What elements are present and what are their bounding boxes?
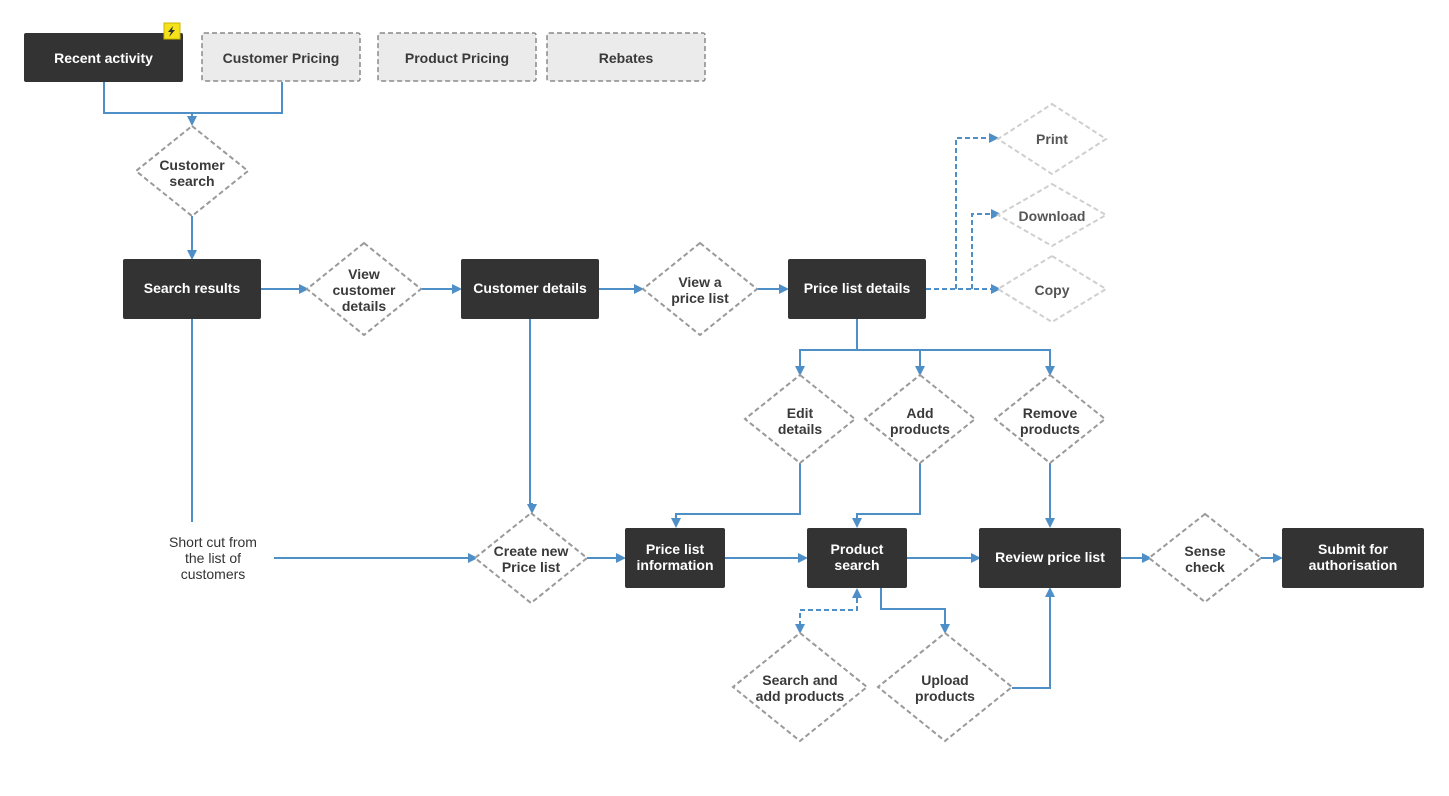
tab-recent-activity-label: Recent activity: [54, 50, 153, 66]
sense-check-label-2: check: [1185, 559, 1225, 575]
add-products-label-2: products: [890, 421, 950, 437]
price-list-details-label: Price list details: [804, 280, 911, 296]
connector-product-search-to-search-and-add: [795, 598, 858, 634]
product-search-label-1: Product: [831, 541, 884, 557]
tab-rebates-label: Rebates: [599, 50, 654, 66]
connector-add-products-to-product-search: [852, 463, 921, 528]
price-list-information-label-2: information: [637, 557, 714, 573]
decision-edit-details[interactable]: Edit details: [743, 373, 857, 465]
decision-customer-search[interactable]: Customer search: [134, 124, 250, 218]
decision-copy[interactable]: Copy: [996, 254, 1108, 324]
decision-view-customer-details[interactable]: View customer details: [305, 241, 423, 337]
decision-sense-check[interactable]: Sense check: [1147, 512, 1263, 604]
tab-rebates[interactable]: Rebates: [546, 32, 706, 82]
tab-customer-pricing-label: Customer Pricing: [223, 50, 340, 66]
connector-product-search-to-upload-products: [880, 588, 950, 634]
search-and-add-products-label-1: Search and: [762, 672, 837, 688]
remove-products-label-2: products: [1020, 421, 1080, 437]
decision-create-new-price-list[interactable]: Create new Price list: [473, 511, 589, 605]
search-results-label: Search results: [144, 280, 241, 296]
connector-customer-details-to-create-new-price-list: [527, 318, 537, 514]
connector-recent-activity-to-customer-search: [103, 82, 283, 114]
view-customer-details-label-3: details: [342, 298, 387, 314]
customer-search-label-2: search: [169, 173, 214, 189]
customer-search-label-1: Customer: [159, 157, 225, 173]
shortcut-note: Short cut from the list of customers: [150, 524, 274, 586]
create-new-price-list-label-1: Create new: [494, 543, 569, 559]
price-list-information-label-1: Price list: [646, 541, 705, 557]
download-label: Download: [1019, 208, 1086, 224]
sense-check-label-1: Sense: [1184, 543, 1225, 559]
page-submit-for-authorisation[interactable]: Submit for authorisation: [1282, 528, 1424, 588]
upload-products-label-1: Upload: [921, 672, 968, 688]
submit-for-authorisation-label-2: authorisation: [1309, 557, 1398, 573]
copy-label: Copy: [1035, 282, 1070, 298]
connector-to-remove-products: [920, 349, 1055, 376]
search-and-add-products-label-2: add products: [756, 688, 845, 704]
decision-print[interactable]: Print: [996, 102, 1108, 176]
create-new-price-list-label-2: Price list: [502, 559, 561, 575]
page-product-search[interactable]: Product search: [807, 528, 907, 588]
tab-product-pricing[interactable]: Product Pricing: [377, 32, 537, 82]
page-review-price-list[interactable]: Review price list: [979, 528, 1121, 588]
decision-remove-products[interactable]: Remove products: [993, 373, 1107, 465]
page-price-list-information[interactable]: Price list information: [625, 528, 725, 588]
view-a-price-list-label-1: View a: [678, 274, 722, 290]
connector-upload-products-to-review-price-list: [1012, 587, 1055, 689]
page-search-results[interactable]: Search results: [123, 259, 261, 319]
shortcut-note-line-2: the list of: [185, 550, 241, 566]
tab-customer-pricing[interactable]: Customer Pricing: [201, 32, 361, 82]
print-label: Print: [1036, 131, 1068, 147]
decision-view-a-price-list[interactable]: View a price list: [641, 241, 759, 337]
product-search-label-2: search: [834, 557, 879, 573]
page-customer-details[interactable]: Customer details: [461, 259, 599, 319]
view-a-price-list-label-2: price list: [671, 290, 729, 306]
review-price-list-label: Review price list: [995, 549, 1105, 565]
decision-search-and-add-products[interactable]: Search and add products: [731, 631, 869, 743]
add-products-label-1: Add: [906, 405, 933, 421]
shortcut-note-line-1: Short cut from: [169, 534, 257, 550]
view-customer-details-label-1: View: [348, 266, 380, 282]
lightning-bolt-icon: [163, 22, 181, 40]
edit-details-label-1: Edit: [787, 405, 814, 421]
shortcut-note-line-3: customers: [181, 566, 246, 582]
upload-products-label-2: products: [915, 688, 975, 704]
edit-details-label-2: details: [778, 421, 823, 437]
view-customer-details-label-2: customer: [332, 282, 396, 298]
connector-to-add-products: [857, 349, 925, 376]
tab-product-pricing-label: Product Pricing: [405, 50, 509, 66]
page-price-list-details[interactable]: Price list details: [788, 259, 926, 319]
connector-edit-details-to-price-list-information: [671, 463, 801, 528]
submit-for-authorisation-label-1: Submit for: [1318, 541, 1389, 557]
remove-products-label-1: Remove: [1023, 405, 1078, 421]
tab-recent-activity[interactable]: Recent activity: [24, 33, 183, 82]
connector-to-edit-details: [795, 349, 857, 376]
decision-upload-products[interactable]: Upload products: [876, 631, 1014, 743]
customer-details-label: Customer details: [473, 280, 587, 296]
decision-add-products[interactable]: Add products: [863, 373, 977, 465]
decision-download[interactable]: Download: [995, 182, 1109, 248]
connector-price-list-details-to-print: [955, 133, 999, 289]
connector-price-list-details-to-download: [971, 209, 1001, 289]
connectors: [103, 82, 1283, 689]
